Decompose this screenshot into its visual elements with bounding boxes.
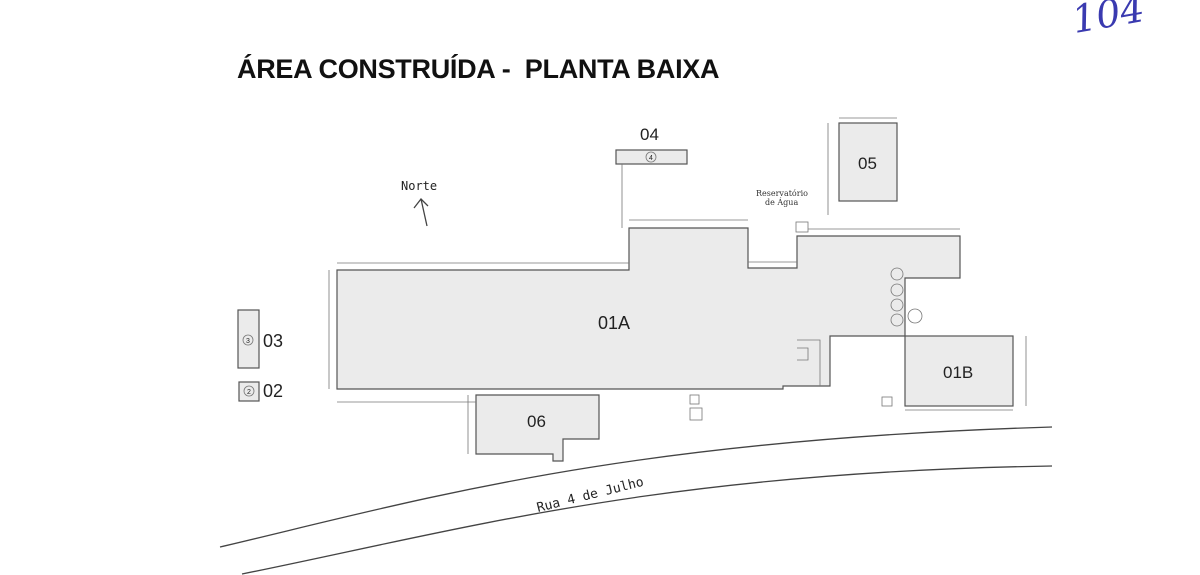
building-05-outline: [838, 122, 898, 202]
water-tank: [890, 267, 904, 281]
street-label: Rua 4 de Julho: [535, 475, 645, 516]
water-tank: [890, 298, 904, 312]
building-06-outline: [475, 394, 600, 462]
water-tanks: Reservatório de Água: [756, 189, 923, 327]
building-03-outline: [237, 309, 260, 369]
north-label: Norte: [401, 179, 437, 193]
building-02-marker-number: 2: [247, 389, 251, 396]
building-02-outline: [238, 381, 260, 402]
street-edge-upper: [219, 426, 1053, 548]
small-structure: [689, 407, 703, 421]
building-04-label: 04: [640, 125, 659, 144]
building-01a-stair: [797, 339, 821, 386]
water-tank-base: [795, 221, 809, 233]
dimension-lines: [328, 164, 960, 454]
water-tank: [890, 313, 904, 327]
building-01a: 01A: [336, 227, 961, 390]
north-arrow: Norte: [401, 179, 437, 227]
building-03-label: 03: [263, 331, 283, 351]
building-03: 3 03: [237, 309, 283, 369]
building-01a-label: 01A: [598, 313, 630, 333]
small-structure: [881, 396, 893, 407]
north-arrow-head: [413, 198, 429, 209]
building-02-label: 02: [263, 381, 283, 401]
building-06-label: 06: [527, 412, 546, 431]
building-01b-label: 01B: [943, 363, 973, 382]
building-05: 05: [827, 117, 898, 215]
north-arrow-shaft: [420, 198, 428, 227]
building-02-marker: [243, 385, 255, 397]
building-04-marker-number: 4: [649, 155, 653, 162]
building-05-label: 05: [858, 154, 877, 173]
water-reservoir-label-line2: de Água: [765, 198, 798, 207]
water-reservoir-label-line1: Reservatório: [756, 189, 808, 198]
building-01b-outline: [904, 335, 1014, 407]
water-tank: [890, 283, 904, 297]
building-04-marker: [645, 151, 657, 163]
building-03-marker-number: 3: [246, 338, 250, 345]
street: Rua 4 de Julho: [219, 426, 1053, 575]
building-02: 2 02: [238, 381, 283, 402]
building-01a-outline: [336, 227, 961, 390]
building-04-outline: [615, 149, 688, 165]
building-04: 4 04: [615, 125, 688, 165]
water-tank: [907, 308, 923, 324]
building-01b: 01B: [904, 335, 1027, 411]
street-edge-lower: [241, 465, 1053, 575]
building-03-marker: [242, 334, 254, 346]
small-structure: [689, 394, 700, 405]
building-06: 06: [475, 394, 600, 462]
page-title: ÁREA CONSTRUÍDA - PLANTA BAIXA: [237, 54, 720, 84]
